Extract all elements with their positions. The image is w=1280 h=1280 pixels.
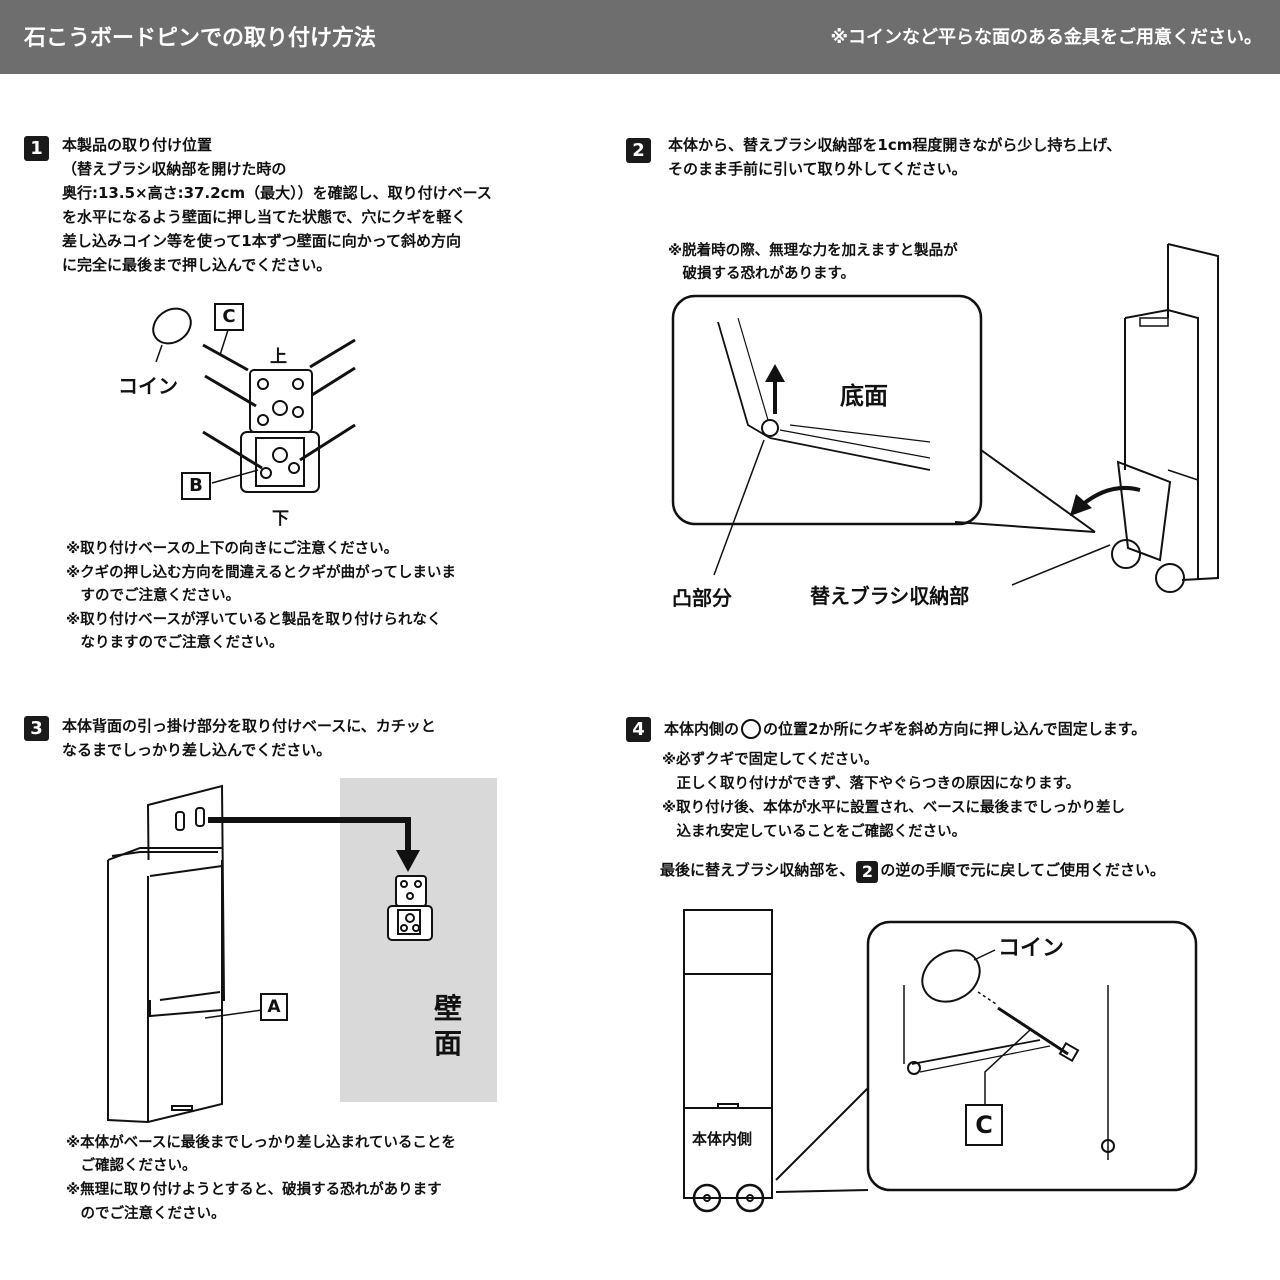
coin-icon (913, 940, 989, 1012)
product-body (684, 910, 772, 1198)
pin-icon (998, 1008, 1068, 1054)
inner-body-label: 本体内側 (692, 1128, 752, 1149)
label-c: C (965, 1104, 1003, 1146)
coin-label: コイン (998, 930, 1064, 962)
zoom-box (868, 922, 1196, 1190)
